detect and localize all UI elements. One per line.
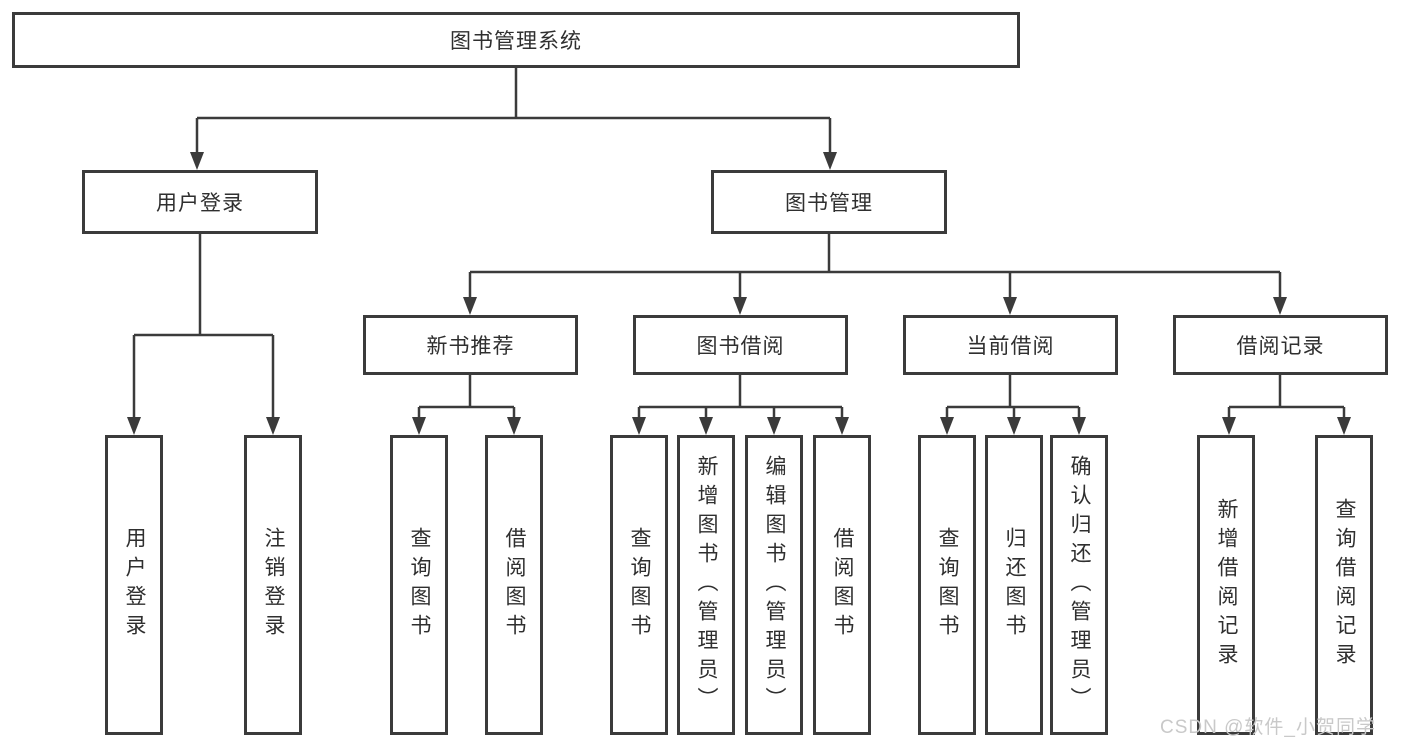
node-current-query-books: 查询图书 [918, 435, 976, 735]
node-rec-query-books: 查询图书 [390, 435, 448, 735]
node-new-book-recommendation: 新书推荐 [363, 315, 578, 375]
node-borrow-query-books: 查询图书 [610, 435, 668, 735]
arrowheads [127, 152, 1351, 435]
node-rec-borrow-books: 借阅图书 [485, 435, 543, 735]
node-book-borrowing: 图书借阅 [633, 315, 848, 375]
node-library-management-system: 图书管理系统 [12, 12, 1020, 68]
node-borrow-borrow-books: 借阅图书 [813, 435, 871, 735]
node-borrowing-records: 借阅记录 [1173, 315, 1388, 375]
node-user-login-branch: 用户登录 [82, 170, 318, 234]
node-current-borrowing: 当前借阅 [903, 315, 1118, 375]
node-return-book: 归还图书 [985, 435, 1043, 735]
node-book-management-branch: 图书管理 [711, 170, 947, 234]
csdn-watermark: CSDN @软件_小贺同学 [1160, 717, 1376, 738]
node-query-borrow-record: 查询借阅记录 [1315, 435, 1373, 735]
node-user-login: 用户登录 [105, 435, 163, 735]
node-add-book-admin: 新增图书（管理员） [677, 435, 735, 735]
node-add-borrow-record: 新增借阅记录 [1197, 435, 1255, 735]
node-logout: 注销登录 [244, 435, 302, 735]
node-edit-book-admin: 编辑图书（管理员） [745, 435, 803, 735]
node-confirm-return-admin: 确认归还（管理员） [1050, 435, 1108, 735]
